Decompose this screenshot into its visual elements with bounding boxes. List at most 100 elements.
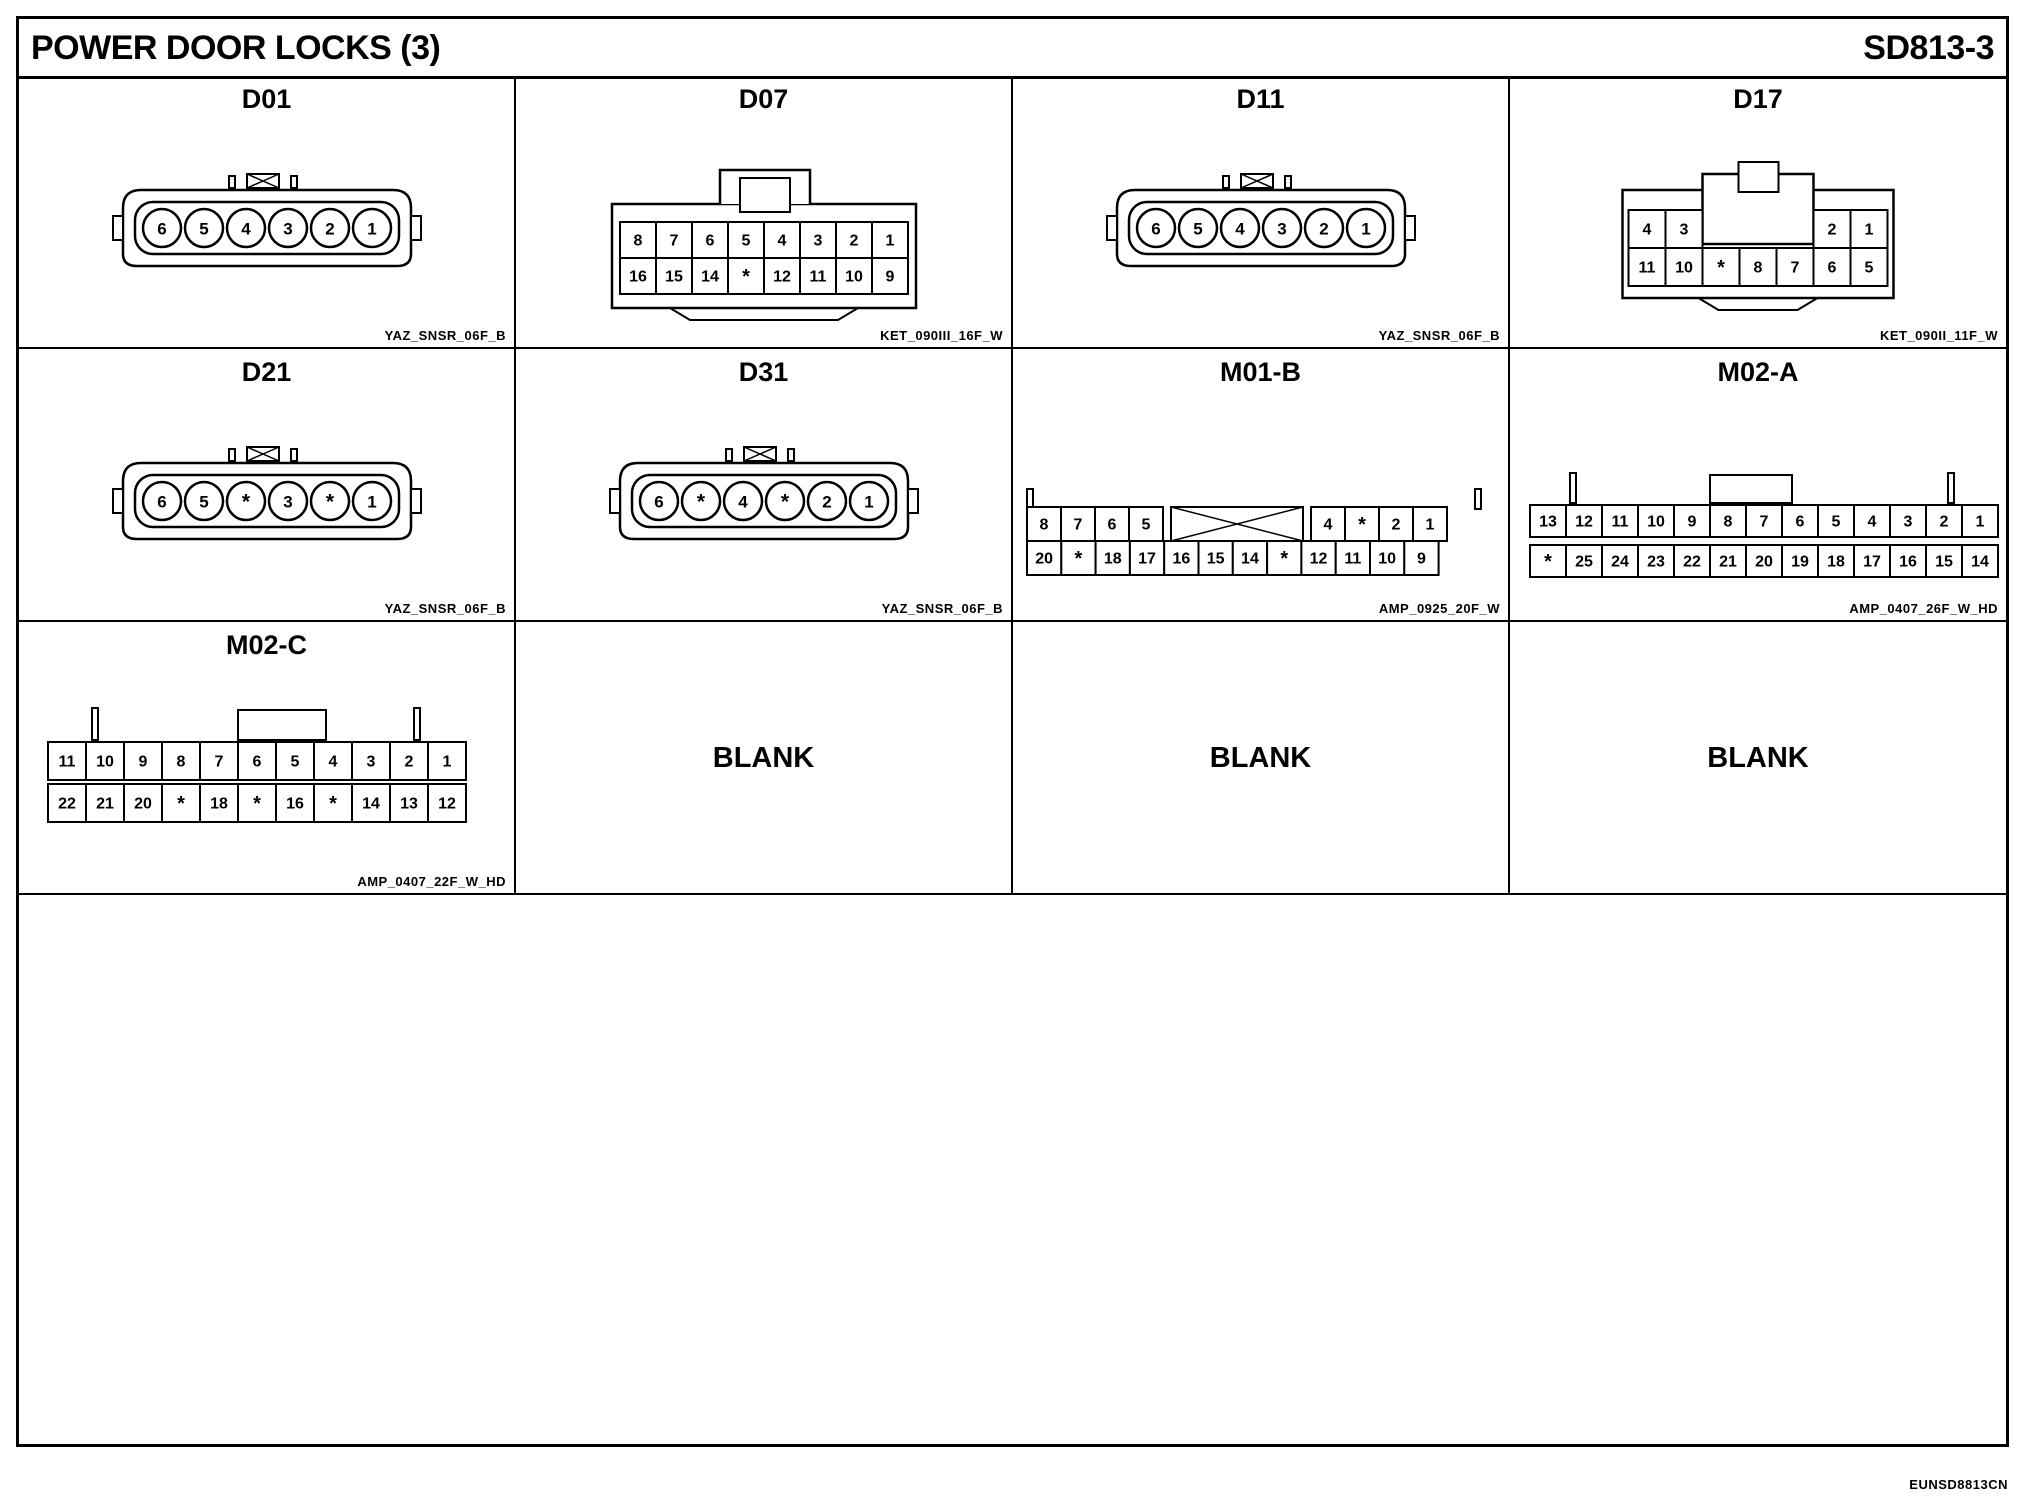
empty-pin-marker: * (242, 491, 251, 514)
pin-number: 13 (1539, 514, 1557, 531)
pin-number: 5 (199, 220, 208, 239)
pin-number: 22 (58, 796, 76, 813)
pin-cell (123, 741, 163, 781)
pin-number: 2 (1940, 514, 1949, 531)
connector-part-code: AMP_0925_20F_W (1378, 601, 1500, 616)
pin-cell (1709, 544, 1747, 578)
pin-number: 11 (1344, 551, 1361, 568)
pin-number: 6 (706, 233, 715, 250)
pin-number: 6 (1151, 220, 1160, 239)
pin-cell (351, 783, 391, 823)
connector-part-code: YAZ_SNSR_06F_B (1378, 328, 1500, 343)
page-code: SD813-3 (1863, 29, 1994, 67)
pin-number: 10 (845, 269, 863, 286)
pin-number: 3 (283, 493, 292, 512)
pin (351, 207, 393, 249)
pin-number: 11 (810, 269, 827, 286)
pin-number: 1 (1361, 220, 1370, 239)
pin-cell (1664, 209, 1704, 249)
pin-cell (85, 783, 125, 823)
pin-cell (1344, 506, 1380, 542)
pin-number: 4 (738, 493, 748, 512)
pin-number: 24 (1611, 554, 1629, 571)
pin (225, 207, 267, 249)
empty-pin-marker: * (1544, 551, 1552, 573)
pin-number: 6 (157, 493, 166, 512)
empty-pin-marker: * (781, 491, 790, 514)
pin-number: 17 (1863, 554, 1881, 571)
pin-number: 1 (367, 220, 376, 239)
pin-number: 11 (1612, 514, 1629, 531)
pin-number: 16 (286, 796, 304, 813)
empty-pin-marker: * (1280, 548, 1288, 570)
pin-cell (655, 221, 693, 259)
pin-cell (1817, 544, 1855, 578)
pin-cell (1673, 544, 1711, 578)
pin-cell (1889, 504, 1927, 538)
footer-code: EUNSD8813CN (1909, 1477, 2008, 1492)
pin-number: 15 (1207, 551, 1225, 568)
blank-label: BLANK (1209, 742, 1312, 774)
pin-number: 10 (1378, 551, 1396, 568)
pin-number: 2 (325, 220, 334, 239)
pin-number: 21 (96, 796, 114, 813)
blank-cell: BLANK (1013, 622, 1510, 895)
pin-number: 2 (850, 233, 859, 250)
pin-number: 3 (283, 220, 292, 239)
pin (764, 480, 806, 522)
pin-number: 3 (1904, 514, 1913, 531)
pin-number: 4 (1324, 517, 1333, 534)
blank-label: BLANK (1707, 742, 1809, 774)
pin-cell (1781, 544, 1819, 578)
pin-cell (1300, 540, 1337, 576)
pin-cell (1128, 506, 1164, 542)
pin-number: 22 (1683, 554, 1701, 571)
pin-cell (199, 741, 239, 781)
pin-cell (1334, 540, 1372, 576)
pin-cell (1781, 504, 1819, 538)
pin-number: 2 (1828, 222, 1837, 239)
pin-cell (799, 221, 837, 259)
pin (848, 480, 890, 522)
pin-number: 4 (329, 754, 338, 771)
pin-number: 5 (1142, 517, 1151, 534)
empty-pin-marker: * (1717, 257, 1725, 279)
empty-pin-marker: * (253, 793, 261, 815)
pin-number: 14 (1971, 554, 1989, 571)
pin (806, 480, 848, 522)
pin-number: 2 (1319, 220, 1328, 239)
pin-cell (1565, 504, 1603, 538)
pin (1177, 207, 1219, 249)
pin-cell (1601, 504, 1639, 538)
connector-id: D11 (1236, 84, 1285, 114)
pin-number: 15 (1935, 554, 1953, 571)
pin (267, 480, 309, 522)
pin-cell (389, 783, 429, 823)
pin-cell (237, 783, 277, 823)
pin-number: 1 (886, 233, 895, 250)
pin-number: 17 (1138, 551, 1156, 568)
pin (1135, 207, 1177, 249)
connector-id: M01-B (1219, 357, 1301, 387)
pin-number: 8 (1040, 517, 1049, 534)
pin-cell (1961, 544, 1999, 578)
pin-number: 4 (1235, 220, 1245, 239)
pin-number: 12 (438, 796, 456, 813)
pin-cell (1197, 540, 1234, 576)
pin-cell (275, 783, 315, 823)
empty-pin-marker: * (177, 793, 185, 815)
pin-number: 4 (778, 233, 787, 250)
pin-number: 16 (1899, 554, 1917, 571)
pin-cell (691, 257, 729, 295)
pin-number: 18 (1104, 551, 1122, 568)
lock-tab (739, 177, 791, 213)
latch-post (228, 448, 236, 462)
pin-number: 4 (1868, 514, 1877, 531)
